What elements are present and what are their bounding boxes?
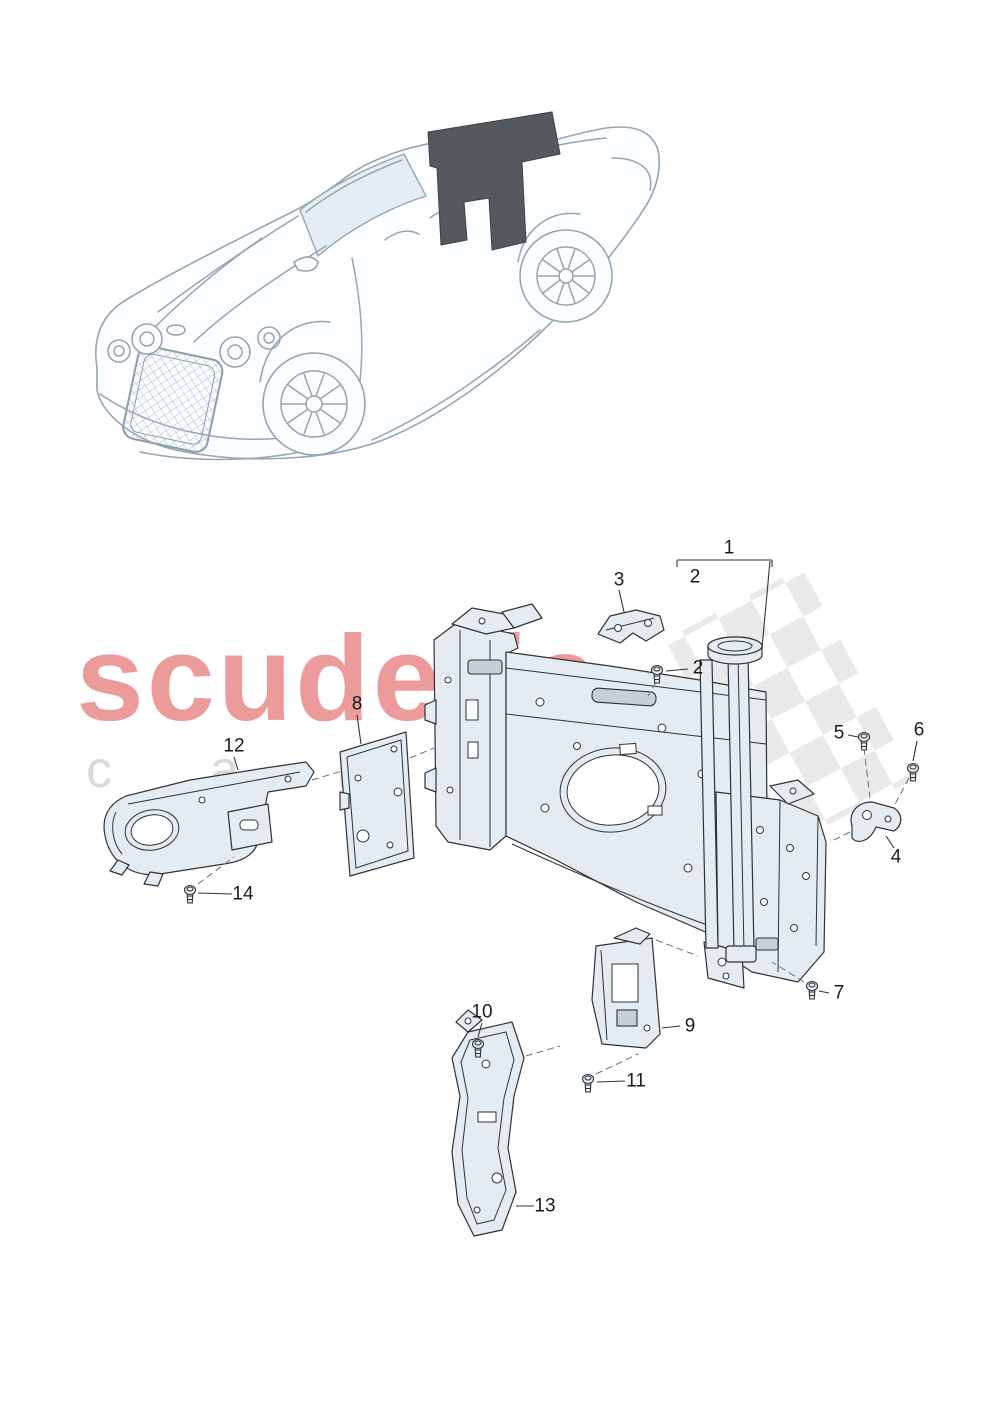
- part-panel-13: [451, 1009, 525, 1237]
- callout-2a: 2: [689, 566, 701, 588]
- callout-11: 11: [626, 1070, 646, 1092]
- callout-8: 8: [351, 693, 363, 715]
- callout-7: 7: [833, 982, 845, 1004]
- part-right-section: [703, 779, 827, 989]
- callout-2b: 2: [692, 657, 704, 679]
- part-bracket-4: [850, 801, 902, 842]
- callout-leader-lines: [197, 559, 918, 1207]
- callout-6: 6: [913, 719, 925, 741]
- car-illustration: [94, 111, 661, 461]
- screw-item-11: [581, 1073, 595, 1093]
- part-bracket-9: [591, 927, 661, 1049]
- front-wheel: [259, 320, 366, 456]
- part-height-adjuster-rail: [699, 636, 763, 963]
- callout-13: 13: [534, 1195, 556, 1217]
- grille: [122, 345, 224, 453]
- callout-5: 5: [833, 722, 845, 744]
- callout-1: 1: [723, 537, 735, 559]
- callout-10: 10: [471, 1001, 493, 1023]
- headlights: [107, 323, 281, 368]
- rear-wheel: [517, 212, 613, 323]
- callout-3: 3: [613, 569, 625, 591]
- callout-12: 12: [223, 735, 245, 757]
- callout-9: 9: [684, 1015, 696, 1037]
- screw-item-14: [183, 884, 197, 904]
- highlighted-part-location: [427, 111, 561, 251]
- part-bracket-3: [597, 609, 665, 644]
- assembly-dash-lines: [197, 681, 910, 1075]
- part-panel-12: [103, 761, 315, 887]
- screw-item-7: [805, 980, 819, 1000]
- callout-4: 4: [890, 846, 902, 868]
- exploded-parts: [103, 559, 920, 1237]
- callout-14: 14: [232, 883, 254, 905]
- hood-badge: [166, 324, 186, 336]
- part-plate-8: [339, 731, 415, 877]
- part-left-section: [424, 603, 543, 851]
